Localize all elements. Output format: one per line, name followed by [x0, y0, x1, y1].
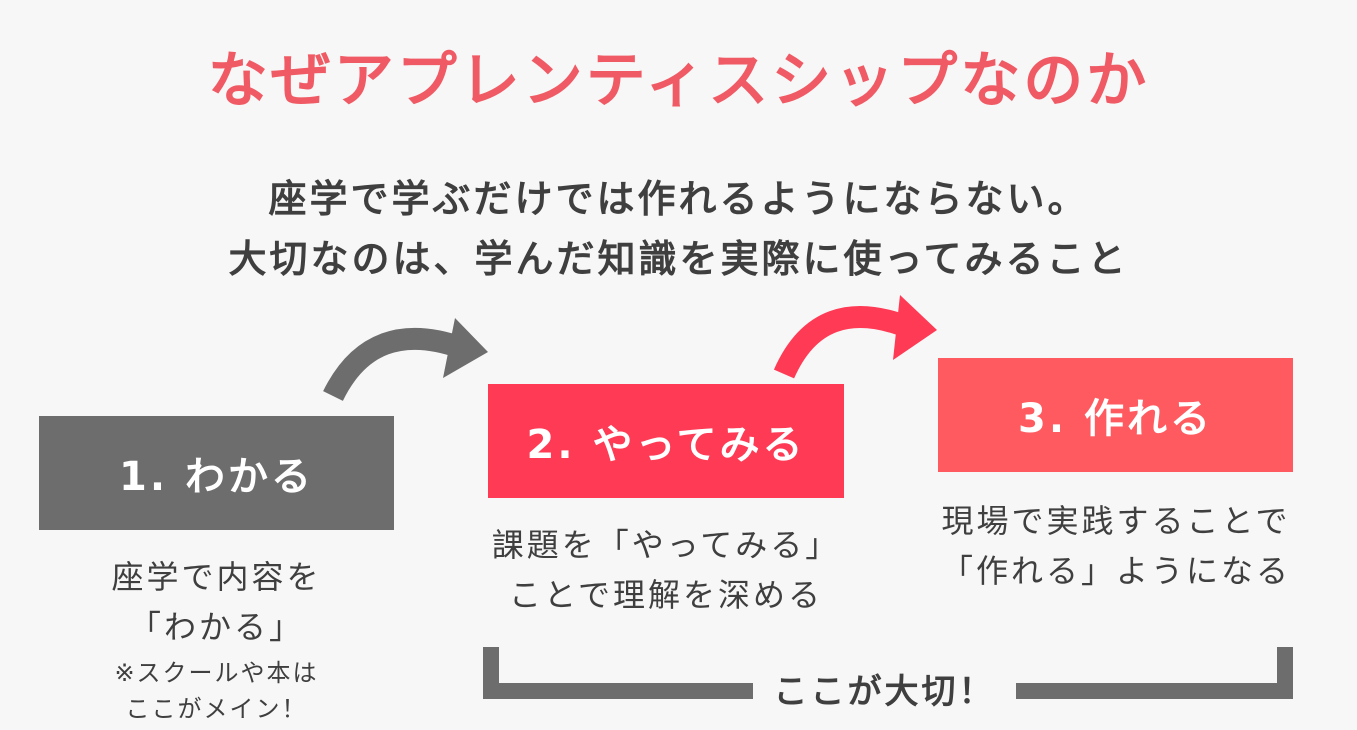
step-2-description: 課題を「やってみる」 ことで理解を深める — [440, 520, 892, 620]
subtitle-line-2: 大切なのは、学んだ知識を実際に使ってみること — [228, 237, 1129, 281]
step-3-desc-line-2: 「作れる」ようになる — [940, 552, 1291, 590]
step-1-label: 1. わかる — [119, 454, 314, 500]
step-2-desc-line-2: ことで理解を深める — [508, 576, 824, 614]
page-title: なぜアプレンティスシップなのか — [207, 46, 1150, 116]
bracket-right-horizontal — [1016, 683, 1293, 699]
step-1-description: 座学で内容を 「わかる」 — [39, 552, 394, 652]
step-3-label: 3. 作れる — [1018, 396, 1213, 442]
subtitle-line-1: 座学で学ぶだけでは作れるようにならない。 — [268, 177, 1089, 221]
step-1-note: ※スクールや本は ここがメイン！ — [39, 655, 394, 727]
step-2-label: 2. やってみる — [526, 422, 806, 468]
step-3-desc-line-1: 現場で実践することで — [941, 502, 1291, 540]
step-1-desc-line-2: 「わかる」 — [128, 608, 304, 646]
step-3-description: 現場で実践することで 「作れる」ようになる — [890, 496, 1342, 596]
step-1-note-line-2: ここがメイン！ — [125, 695, 308, 723]
gray-arrow — [323, 318, 488, 402]
step-3-box: 3. 作れる — [938, 358, 1293, 472]
step-1-box: 1. わかる — [39, 416, 394, 530]
step-1-desc-line-1: 座学で内容を — [111, 558, 322, 596]
step-2-desc-line-1: 課題を「やってみる」 — [491, 526, 841, 564]
bracket-left-horizontal — [483, 683, 753, 699]
pink-arrow — [773, 295, 937, 379]
bracket-label: ここが大切！ — [773, 672, 996, 712]
step-1-note-line-1: ※スクールや本は — [114, 659, 319, 687]
step-2-box: 2. やってみる — [488, 384, 844, 498]
